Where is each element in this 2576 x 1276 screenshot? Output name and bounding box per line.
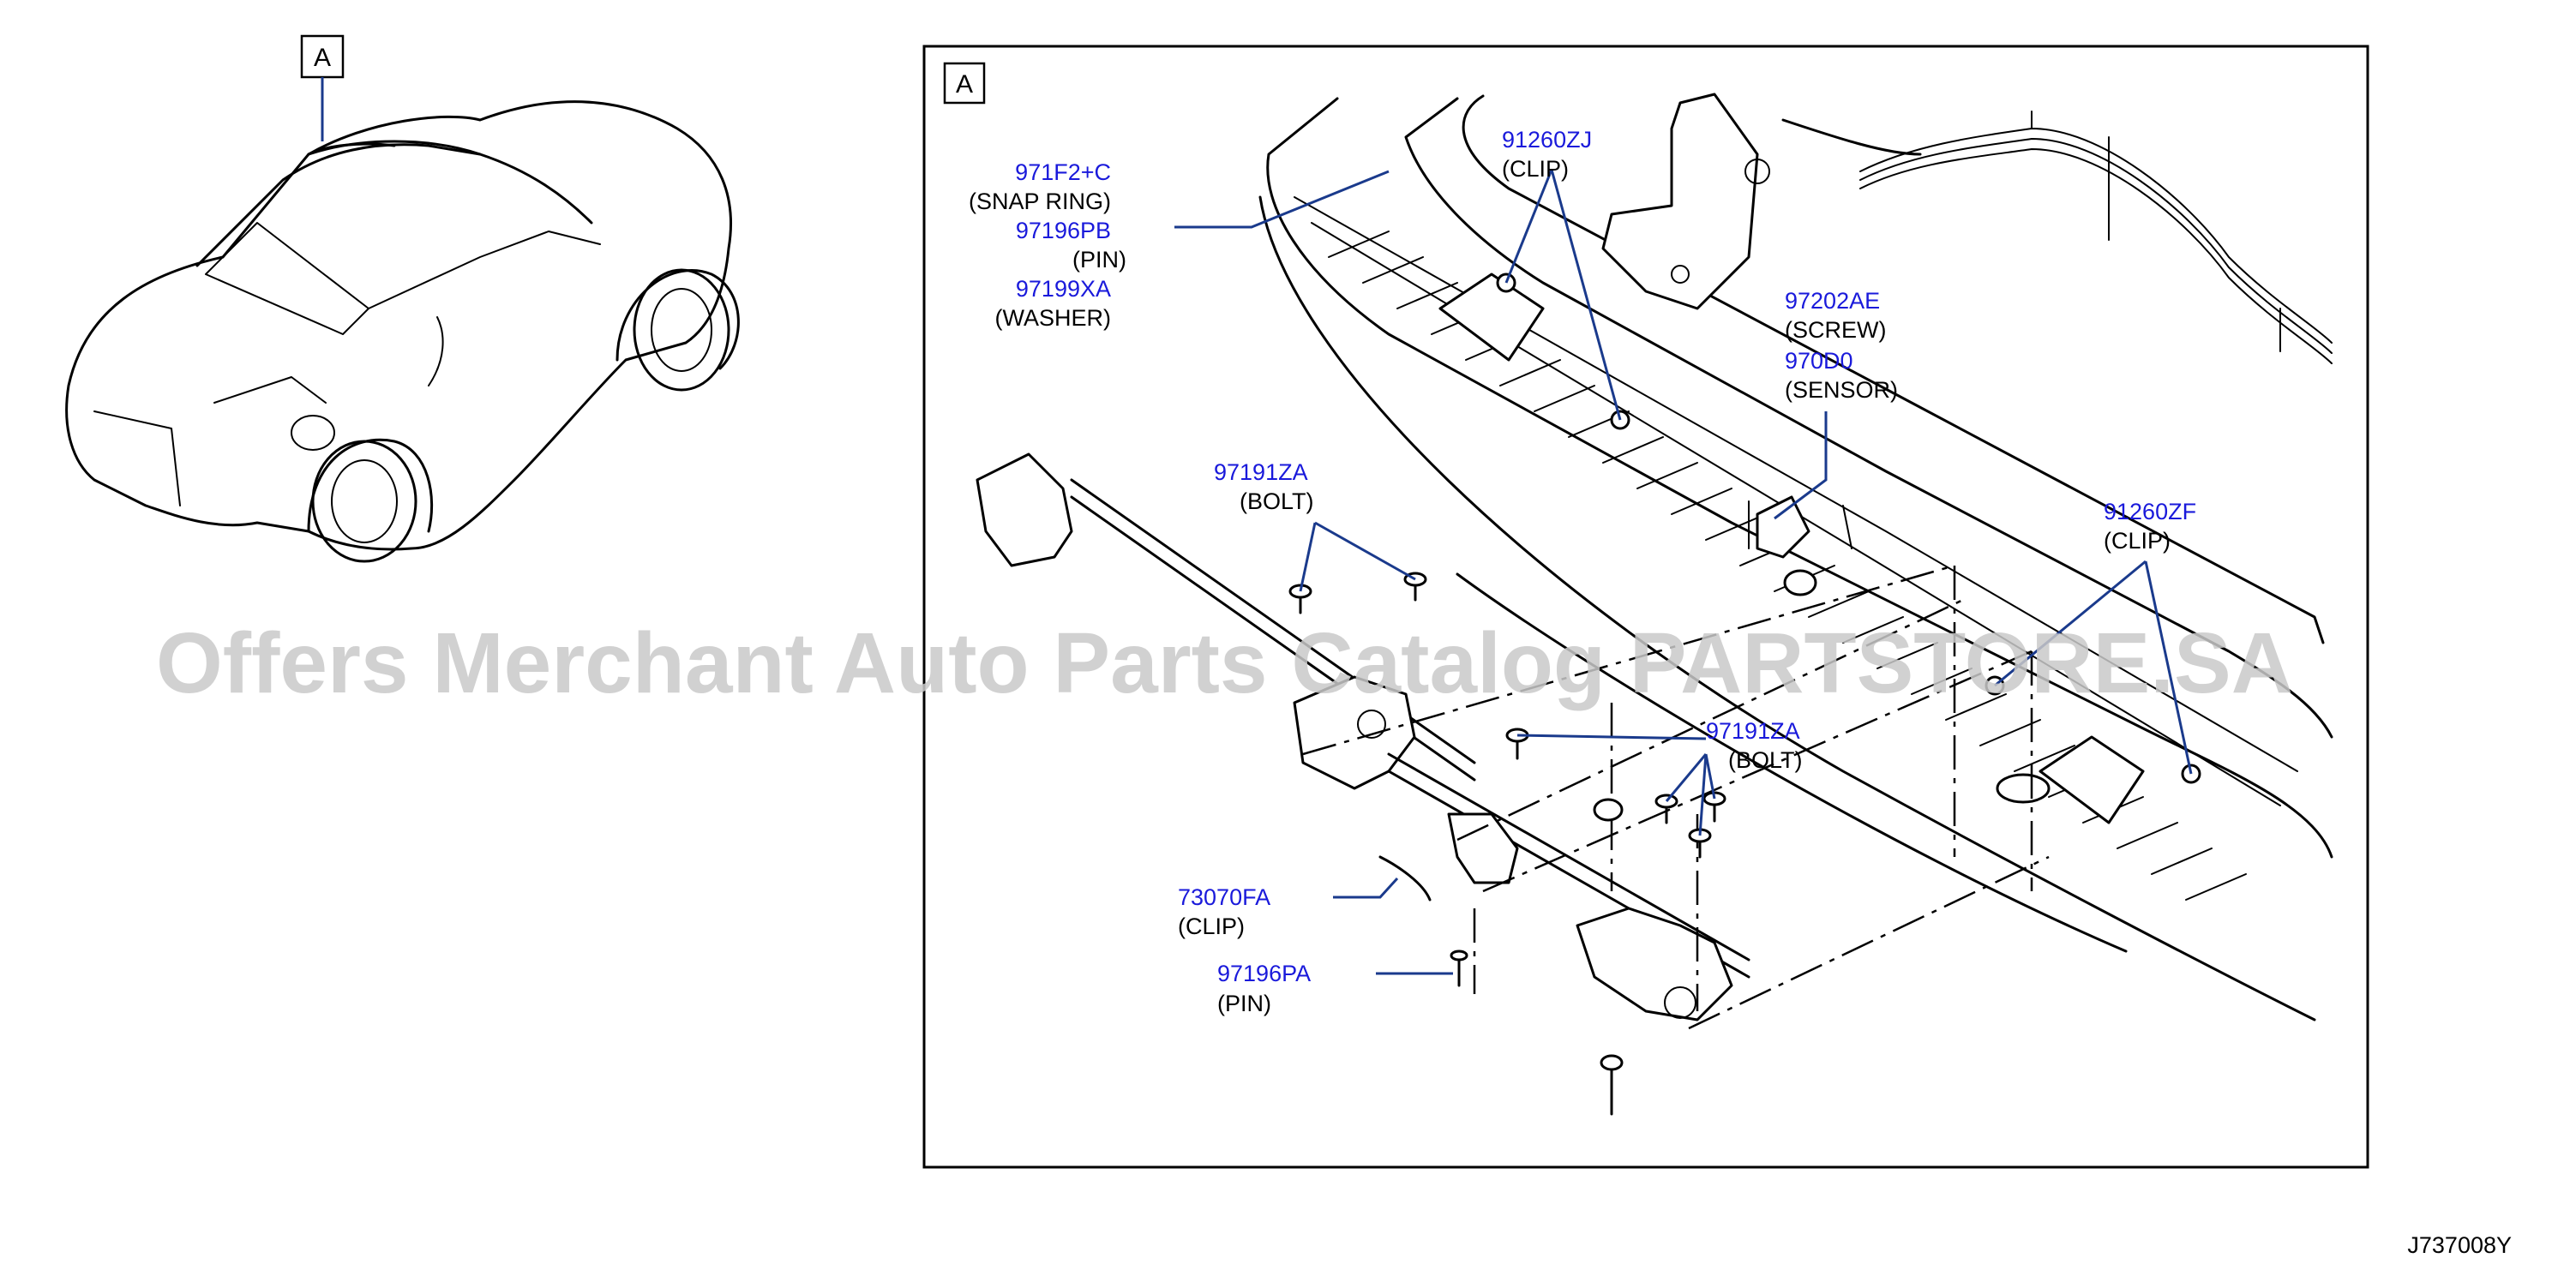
part-desc-washer: (WASHER) [995,305,1112,331]
part-number-97199xa: 97199XA [1016,276,1111,302]
label-97199xa: 97199XA (WASHER) [995,276,1112,331]
part-number-97191za-lower: 97191ZA [1706,718,1800,744]
part-number-97196pb: 97196PB [1016,218,1111,243]
pin-97196pa-shape [1450,950,1468,987]
part-desc-pin-pa: (PIN) [1217,991,1271,1016]
part-desc-clip-zf: (CLIP) [2104,528,2171,554]
part-desc-bolt-upper: (BOLT) [1240,488,1314,514]
lift-arm-assembly-illustration [976,452,1750,1021]
part-number-971f2-c: 971F2+C [1015,159,1111,185]
leader-lines [1174,169,2193,975]
assembly-centerlines [1302,564,2050,1030]
part-number-91260zj: 91260ZJ [1502,127,1592,153]
part-number-97196pa: 97196PA [1217,961,1311,986]
part-number-970d0: 970D0 [1785,348,1853,374]
part-desc-bolt-lower: (BOLT) [1728,747,1803,773]
roof-rear-panel-illustration [1258,94,2333,1021]
label-91260zf: 91260ZF (CLIP) [2104,499,2196,554]
bolt-2 [1403,572,1427,602]
bolt-3 [1505,728,1529,760]
part-desc-clip-zj: (CLIP) [1502,156,1569,182]
label-971f2-c: 971F2+C (SNAP RING) [969,159,1111,214]
label-97191za-upper: 97191ZA (BOLT) [1214,459,1314,514]
part-desc-sensor: (SENSOR) [1785,377,1898,403]
part-desc-snap-ring: (SNAP RING) [969,189,1111,214]
hinge-arm-illustration [1601,93,1922,310]
clip-73070fa-shape [1378,855,1432,902]
part-number-97191za-upper: 97191ZA [1214,459,1308,485]
cable-harness-illustration [1859,111,2333,364]
label-97196pa: 97196PA (PIN) [1217,961,1311,1016]
callout-a-overview-label: A [314,44,331,72]
label-97196pb: 97196PB (PIN) [1016,218,1126,273]
label-73070fa: 73070FA (CLIP) [1178,884,1270,939]
part-desc-screw: (SCREW) [1785,317,1886,343]
callout-a-detail: A [943,62,986,105]
nut [1593,798,1624,822]
label-970d0: 970D0 (SENSOR) [1785,348,1898,403]
car-overview-illustration [65,100,740,563]
part-number-91260zf: 91260ZF [2104,499,2196,524]
part-desc-pin-pb: (PIN) [1072,247,1126,273]
figure-code: J737008Y [2407,1232,2512,1258]
label-91260zj: 91260ZJ (CLIP) [1502,127,1592,182]
label-97202ae: 97202AE (SCREW) [1785,288,1886,343]
callout-a-overview: A [300,34,345,141]
part-number-97202ae: 97202AE [1785,288,1880,314]
stud-bottom [1600,1054,1624,1116]
callout-a-detail-label: A [956,70,973,99]
label-97191za-lower: 97191ZA (BOLT) [1706,718,1803,773]
part-number-73070fa: 73070FA [1178,884,1270,910]
part-desc-clip-fa: (CLIP) [1178,914,1245,939]
watermark-text: Offers Merchant Auto Parts Catalog PARTS… [156,615,2293,711]
sensor-illustration [1748,495,1852,559]
detail-frame [922,45,2369,1169]
